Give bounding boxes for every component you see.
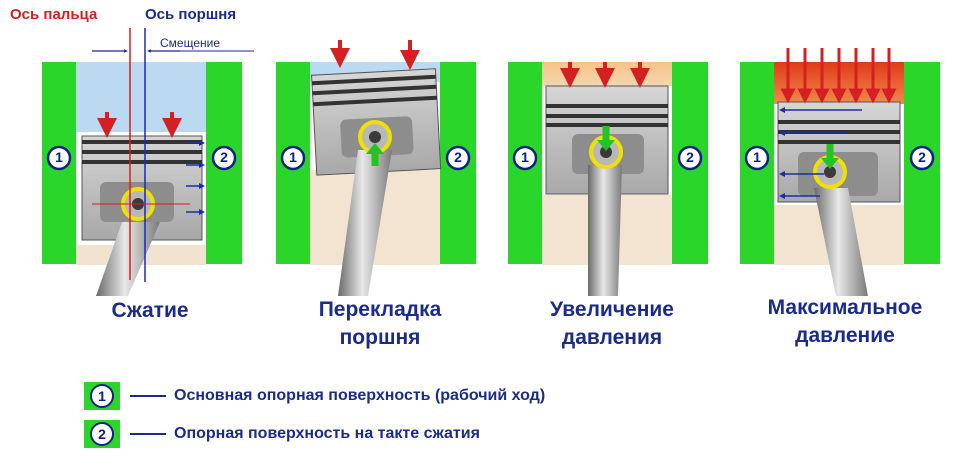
caption-line: давление	[795, 324, 895, 347]
marker-2	[677, 145, 703, 171]
legend-item-1: 1 Основная опорная поверхность (рабочий …	[84, 381, 545, 411]
marker-1	[512, 145, 538, 171]
caption-line: Перекладка	[318, 298, 442, 321]
pressure-arrows	[780, 48, 897, 104]
caption-line: Увеличение	[550, 298, 674, 321]
marker-1	[744, 145, 770, 171]
caption-line: Максимальное	[767, 296, 923, 319]
legend-swatch: 2	[84, 420, 120, 448]
combustion-chamber	[76, 62, 206, 132]
marker-2-number: 2	[220, 149, 228, 165]
legend-number: 1	[90, 384, 114, 408]
legend-item-2: 2 Опорная поверхность на такте сжатия	[84, 419, 480, 449]
caption-line: Сжатие	[111, 299, 189, 322]
panel-compression	[42, 28, 254, 296]
caption-maximum-pressure: Максимальное давление	[750, 294, 940, 350]
legend-text: Опорная поверхность на такте сжатия	[174, 425, 480, 442]
marker-2	[445, 145, 471, 171]
legend-number: 2	[90, 422, 114, 446]
offset-label: Смещение	[160, 36, 221, 50]
marker-2-number: 2	[454, 149, 462, 165]
marker-1-number: 1	[753, 149, 761, 165]
marker-2	[909, 145, 935, 171]
caption-line: давления	[561, 326, 663, 349]
connecting-rod	[814, 188, 868, 296]
caption-pressure-increase: Увеличение давления	[522, 296, 702, 352]
caption-line: поршня	[339, 326, 421, 349]
legend-dash	[130, 395, 166, 397]
marker-1-number: 1	[521, 149, 529, 165]
connecting-rod	[96, 222, 160, 296]
marker-1-number: 1	[289, 149, 297, 165]
connecting-rod	[588, 165, 622, 296]
caption-piston-slap: Перекладка поршня	[290, 296, 470, 352]
legend-dash	[130, 433, 166, 435]
legend-text: Основная опорная поверхность (рабочий хо…	[174, 387, 546, 404]
marker-2-number: 2	[918, 149, 926, 165]
marker-2-number: 2	[686, 149, 694, 165]
legend-swatch: 1	[84, 382, 120, 410]
connecting-rod	[338, 150, 392, 296]
panel-piston-slap	[276, 40, 476, 296]
marker-1	[280, 145, 306, 171]
marker-1	[46, 145, 72, 171]
panel-pressure-increase	[508, 62, 708, 296]
pin-axis-label: Ось пальца	[10, 6, 98, 23]
panel-maximum-pressure	[740, 48, 940, 296]
caption-compression: Сжатие	[60, 297, 240, 325]
marker-1-number: 1	[55, 149, 63, 165]
marker-2	[211, 145, 237, 171]
piston-axis-label: Ось поршня	[145, 6, 237, 23]
